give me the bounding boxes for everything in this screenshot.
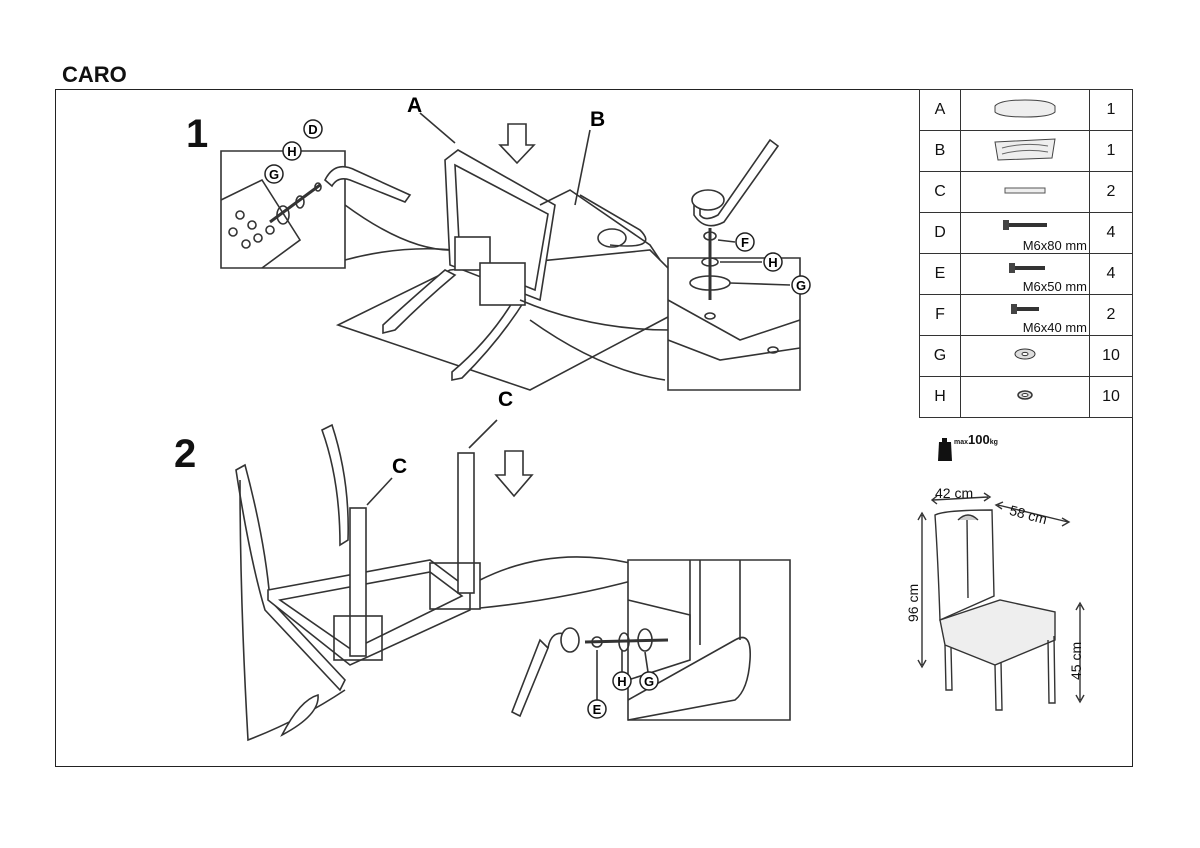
- detail-box-step2: [510, 559, 791, 721]
- spring-washer-icon: [960, 376, 1090, 418]
- document-title: CARO: [62, 62, 127, 87]
- part-letter: D: [919, 212, 961, 254]
- part-letter: C: [919, 171, 961, 213]
- parts-row-h: H 10: [919, 376, 1133, 418]
- instruction-frame: [55, 89, 1133, 767]
- svg-text:D: D: [308, 122, 317, 137]
- chair-dimension-sketch: [917, 492, 1085, 711]
- parts-list-table: A 1 B 1 C 2 D M6x80 mm 4 E M6x50 mm 4: [919, 89, 1133, 418]
- dimension-seat-height: 45 cm: [1068, 641, 1084, 680]
- bolt-size-label: M6x40 mm: [1022, 320, 1087, 335]
- svg-text:G: G: [269, 167, 279, 182]
- part-letter: E: [919, 253, 961, 295]
- bolt-size-label: M6x80 mm: [1022, 238, 1087, 253]
- part-qty: 2: [1089, 171, 1133, 213]
- backrest-frame-icon: [960, 130, 1090, 172]
- callout-c-left: C: [392, 455, 407, 478]
- part-letter: G: [919, 335, 961, 377]
- callout-a: A: [407, 94, 422, 117]
- detail-box-step1-right: [667, 138, 801, 391]
- parts-row-g: G 10: [919, 335, 1133, 377]
- washer-icon: [960, 335, 1090, 377]
- svg-text:F: F: [741, 235, 749, 250]
- parts-row-c: C 2: [919, 171, 1133, 213]
- part-letter: H: [919, 376, 961, 418]
- parts-row-f: F M6x40 mm 2: [919, 294, 1133, 336]
- bolt-icon: M6x50 mm: [960, 253, 1090, 295]
- dimension-height: 96 cm: [905, 583, 921, 622]
- callout-f-step1: F: [735, 232, 755, 252]
- callout-b: B: [590, 108, 605, 131]
- svg-text:G: G: [644, 674, 654, 689]
- max-load-label: max100kg: [954, 432, 998, 447]
- callout-c-right: C: [498, 388, 513, 411]
- svg-text:H: H: [617, 674, 626, 689]
- part-qty: 1: [1089, 89, 1133, 131]
- leg-icon: [960, 171, 1090, 213]
- callout-h-step1: H: [282, 141, 302, 161]
- parts-row-d: D M6x80 mm 4: [919, 212, 1133, 254]
- callout-h-step1-right: H: [763, 252, 783, 272]
- bolt-icon: M6x40 mm: [960, 294, 1090, 336]
- callout-h-step2: H: [612, 671, 632, 691]
- part-qty: 4: [1089, 212, 1133, 254]
- part-letter: F: [919, 294, 961, 336]
- detail-box-step1-left: [220, 150, 471, 269]
- chair-upside-down-step2: [235, 419, 636, 742]
- part-letter: A: [919, 89, 961, 131]
- part-letter: B: [919, 130, 961, 172]
- part-qty: 2: [1089, 294, 1133, 336]
- callouts: D H G F H G E H G: [264, 119, 811, 719]
- parts-row-e: E M6x50 mm 4: [919, 253, 1133, 295]
- dimension-width: 42 cm: [935, 485, 974, 501]
- bolt-size-label: M6x50 mm: [1022, 279, 1087, 294]
- parts-row-b: B 1: [919, 130, 1133, 172]
- part-qty: 10: [1089, 376, 1133, 418]
- callout-d-step1: D: [303, 119, 323, 139]
- part-qty: 1: [1089, 130, 1133, 172]
- svg-text:H: H: [287, 144, 296, 159]
- bolt-icon: M6x80 mm: [960, 212, 1090, 254]
- callout-g-step1: G: [264, 164, 284, 184]
- seat-cushion-icon: [960, 89, 1090, 131]
- step-number-1: 1: [186, 112, 209, 156]
- svg-text:H: H: [768, 255, 777, 270]
- svg-text:G: G: [796, 278, 806, 293]
- callout-e-step2: E: [587, 699, 607, 719]
- part-qty: 10: [1089, 335, 1133, 377]
- callout-g-step2: G: [639, 671, 659, 691]
- part-qty: 4: [1089, 253, 1133, 295]
- svg-text:E: E: [593, 702, 602, 717]
- callout-g-step1-right: G: [791, 275, 811, 295]
- weight-icon: [938, 438, 952, 461]
- step-number-2: 2: [174, 432, 197, 476]
- chair-seat-and-backrest-step1: [335, 112, 702, 391]
- parts-row-a: A 1: [919, 89, 1133, 131]
